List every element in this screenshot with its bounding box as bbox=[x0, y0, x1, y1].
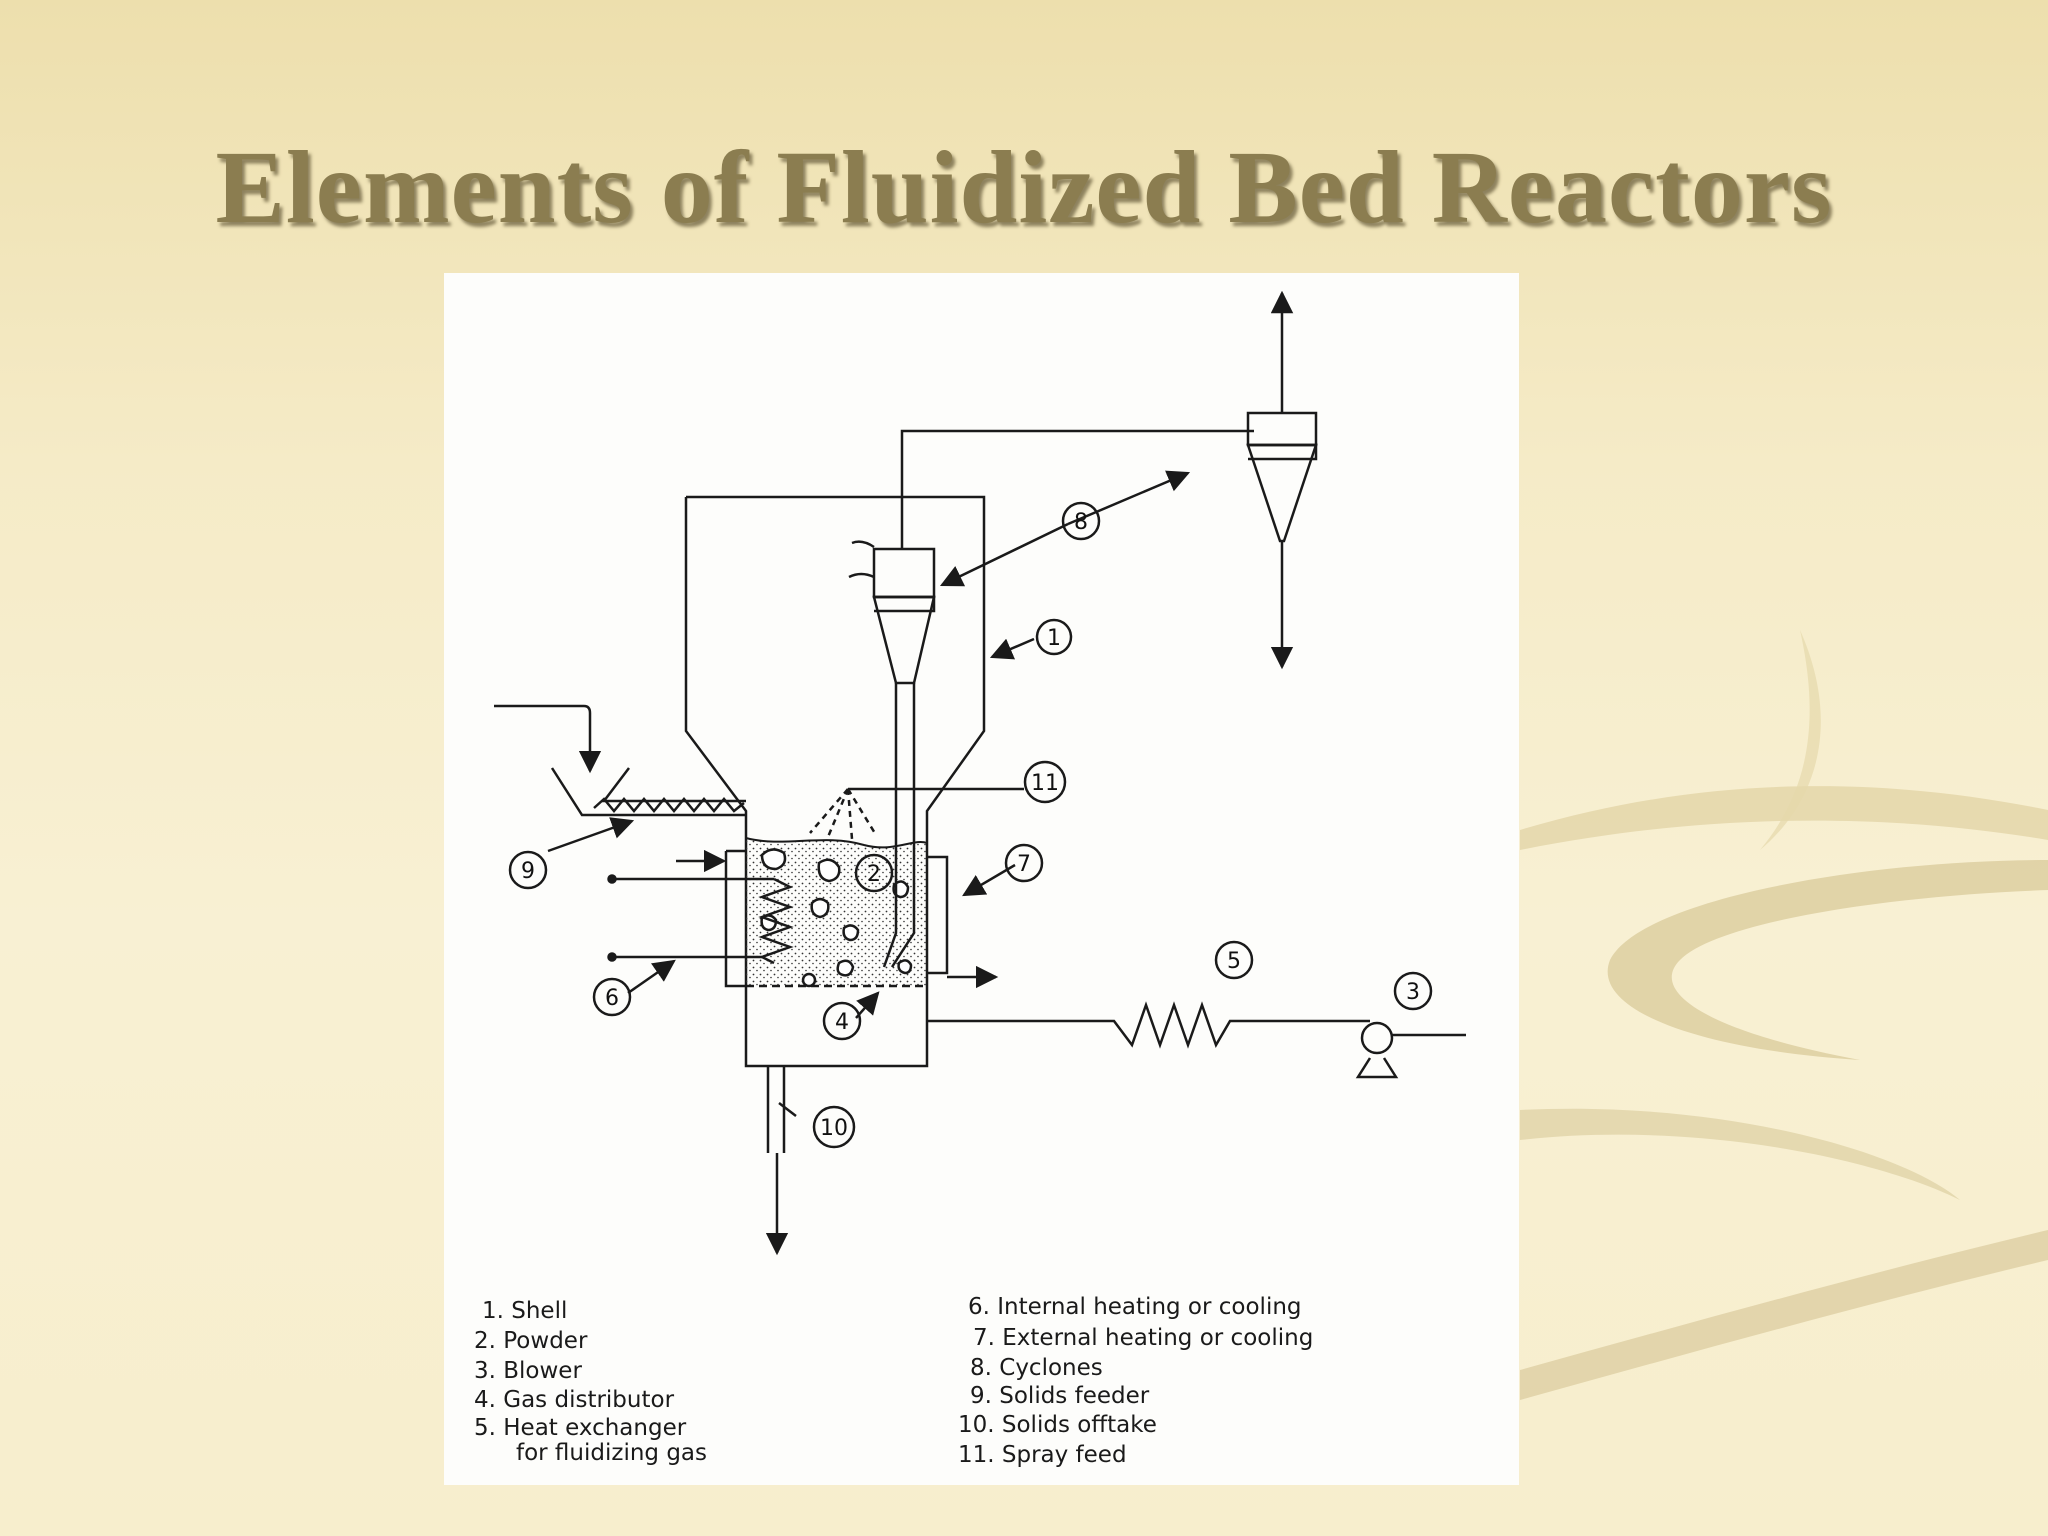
legend-item-gas-distributor: 4. Gas distributor bbox=[474, 1387, 675, 1413]
legend-item-external-heating: 7. External heating or cooling bbox=[973, 1325, 1313, 1351]
svg-text:5: 5 bbox=[1227, 949, 1241, 974]
legend-item-powder: 2. Powder bbox=[474, 1328, 588, 1354]
callout-7: 7 bbox=[1004, 843, 1044, 883]
fluidized-bed-reactor-diagram: 1 2 3 4 5 6 7 8 9 10 11 1. Shell 2. Powd… bbox=[474, 290, 1466, 1468]
callout-leaders bbox=[547, 470, 1191, 1117]
callout-8: 8 bbox=[1061, 501, 1101, 541]
callout-4: 4 bbox=[822, 1001, 862, 1041]
svg-text:9: 9 bbox=[521, 859, 535, 884]
external-jacket bbox=[676, 849, 999, 989]
solids-offtake bbox=[765, 1066, 789, 1256]
svg-text:1: 1 bbox=[1047, 626, 1061, 651]
internal-cyclone bbox=[848, 429, 1254, 968]
internal-coil bbox=[607, 874, 794, 965]
slide-title: Elements of Fluidized Bed Reactors bbox=[215, 130, 1833, 245]
legend-item-blower: 3. Blower bbox=[474, 1358, 582, 1384]
legend-item-spray-feed: 11. Spray feed bbox=[958, 1442, 1127, 1468]
powder-bed bbox=[745, 837, 928, 988]
spray-feed bbox=[809, 787, 1024, 840]
legend-item-cyclones: 8. Cyclones bbox=[970, 1355, 1103, 1381]
svg-text:11: 11 bbox=[1031, 771, 1059, 796]
legend-item-heat-exchanger: 5. Heat exchanger bbox=[474, 1415, 687, 1441]
callout-1: 1 bbox=[1035, 618, 1073, 656]
gas-supply-line bbox=[927, 1001, 1466, 1079]
callout-5: 5 bbox=[1214, 940, 1254, 980]
legend-item-shell: 1. Shell bbox=[482, 1298, 567, 1324]
external-cyclone bbox=[1246, 290, 1318, 670]
svg-text:6: 6 bbox=[605, 986, 619, 1011]
legend-item-solids-feeder: 9. Solids feeder bbox=[970, 1383, 1150, 1409]
callout-2: 2 bbox=[854, 853, 894, 893]
callout-3: 3 bbox=[1393, 971, 1433, 1011]
svg-text:8: 8 bbox=[1074, 510, 1088, 535]
callout-6: 6 bbox=[592, 977, 632, 1017]
callout-10: 10 bbox=[812, 1105, 856, 1149]
callout-9: 9 bbox=[508, 850, 548, 890]
legend-right: 6. Internal heating or cooling 7. Extern… bbox=[958, 1294, 1313, 1468]
legend-item-internal-heating: 6. Internal heating or cooling bbox=[968, 1294, 1302, 1320]
svg-text:10: 10 bbox=[820, 1116, 848, 1141]
callout-markers: 1 2 3 4 5 6 7 8 9 10 11 bbox=[508, 501, 1433, 1149]
callout-11: 11 bbox=[1023, 760, 1067, 804]
svg-text:3: 3 bbox=[1406, 980, 1420, 1005]
svg-text:7: 7 bbox=[1017, 852, 1031, 877]
legend-left: 1. Shell 2. Powder 3. Blower 4. Gas dist… bbox=[474, 1298, 707, 1466]
svg-text:2: 2 bbox=[867, 862, 881, 887]
legend-item-solids-offtake: 10. Solids offtake bbox=[958, 1412, 1157, 1438]
legend-item-heat-exchanger-cont: for fluidizing gas bbox=[516, 1440, 707, 1466]
svg-text:4: 4 bbox=[835, 1010, 849, 1035]
solids-feeder bbox=[494, 704, 746, 817]
reactor-diagram-panel: 1 2 3 4 5 6 7 8 9 10 11 1. Shell 2. Powd… bbox=[444, 273, 1519, 1485]
